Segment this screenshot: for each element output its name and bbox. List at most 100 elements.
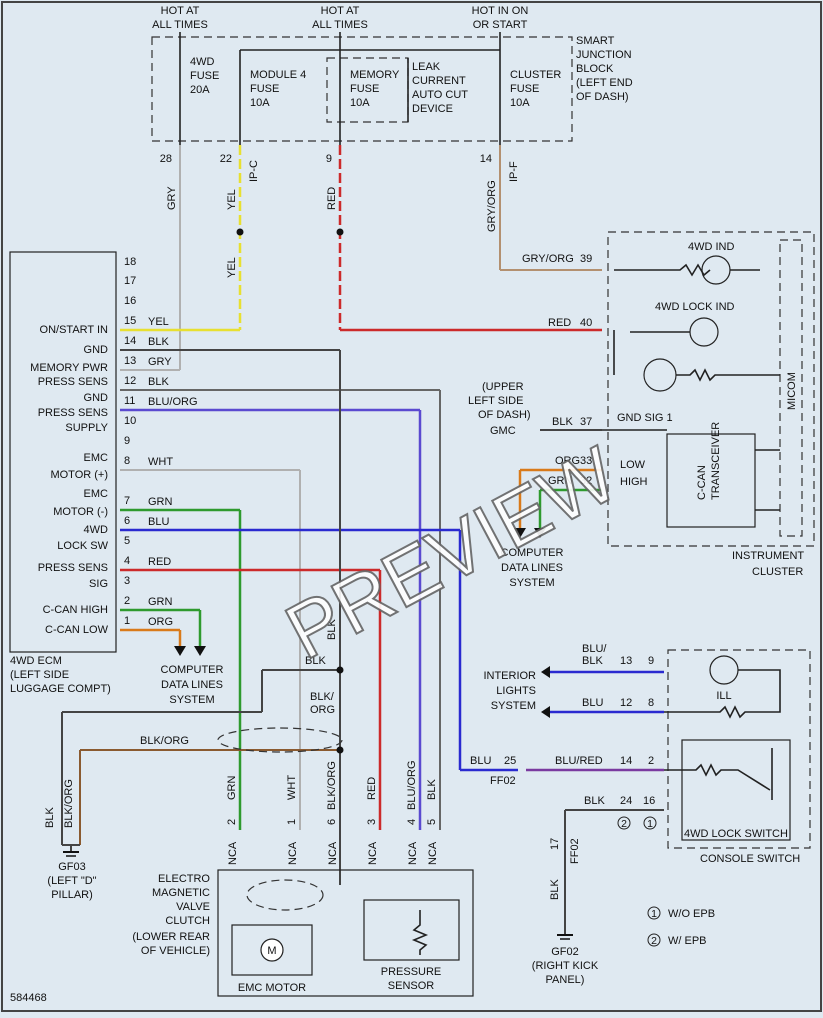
svg-text:9: 9 bbox=[648, 655, 654, 667]
svg-text:28: 28 bbox=[160, 153, 172, 165]
svg-text:4WD IND: 4WD IND bbox=[688, 241, 735, 253]
svg-text:18: 18 bbox=[124, 256, 136, 268]
svg-text:BLU: BLU bbox=[582, 697, 603, 709]
svg-text:(LOWER REAR: (LOWER REAR bbox=[132, 931, 210, 943]
svg-text:ILL: ILL bbox=[716, 690, 731, 702]
svg-text:2: 2 bbox=[651, 935, 657, 947]
svg-text:(RIGHT KICK: (RIGHT KICK bbox=[532, 960, 599, 972]
nca-connectors: 2 GRN 1 WHT 6 BLK/ORG 3 RED 4 BLU/ORG 5 … bbox=[226, 760, 439, 865]
svg-text:EMC: EMC bbox=[84, 452, 109, 464]
svg-text:GND SIG 1: GND SIG 1 bbox=[617, 412, 673, 424]
svg-text:FUSE: FUSE bbox=[510, 83, 539, 95]
svg-text:IP-F: IP-F bbox=[508, 161, 520, 182]
svg-text:GND: GND bbox=[84, 344, 109, 356]
svg-text:HIGH: HIGH bbox=[620, 476, 648, 488]
svg-text:BLK: BLK bbox=[326, 619, 338, 640]
svg-text:17: 17 bbox=[549, 838, 561, 850]
svg-text:15: 15 bbox=[124, 315, 136, 327]
svg-text:10A: 10A bbox=[250, 97, 270, 109]
svg-text:GRN: GRN bbox=[148, 596, 173, 608]
svg-text:MICOM: MICOM bbox=[786, 372, 798, 410]
legend: 1 W/O EPB 2 W/ EPB bbox=[647, 906, 715, 947]
svg-text:LIGHTS: LIGHTS bbox=[496, 685, 536, 697]
svg-text:(LEFT SIDE: (LEFT SIDE bbox=[10, 669, 69, 681]
svg-text:EMC MOTOR: EMC MOTOR bbox=[238, 982, 306, 994]
svg-text:GRY: GRY bbox=[166, 186, 178, 210]
svg-text:BLK: BLK bbox=[305, 655, 326, 667]
svg-text:COMPUTER: COMPUTER bbox=[161, 664, 224, 676]
svg-text:1: 1 bbox=[647, 818, 653, 830]
svg-text:NCA: NCA bbox=[367, 841, 379, 865]
svg-text:BLU/RED: BLU/RED bbox=[555, 755, 603, 767]
console-switch: ILL 4WD LOCK SWITCH CONSOLE SWITCH bbox=[664, 649, 811, 865]
svg-text:OF DASH): OF DASH) bbox=[478, 409, 531, 421]
svg-text:PILLAR): PILLAR) bbox=[51, 889, 93, 901]
svg-text:SENSOR: SENSOR bbox=[388, 980, 435, 992]
svg-text:8: 8 bbox=[124, 455, 130, 467]
svg-text:BLU: BLU bbox=[470, 755, 491, 767]
svg-text:RED: RED bbox=[326, 187, 338, 210]
svg-text:LEAK: LEAK bbox=[412, 61, 441, 73]
svg-text:C-CAN: C-CAN bbox=[696, 465, 708, 500]
svg-text:MOTOR (-): MOTOR (-) bbox=[53, 506, 108, 518]
svg-text:17: 17 bbox=[124, 275, 136, 287]
svg-text:YEL: YEL bbox=[226, 189, 238, 210]
svg-text:OR START: OR START bbox=[473, 19, 528, 31]
svg-text:2: 2 bbox=[648, 755, 654, 767]
svg-text:DATA LINES: DATA LINES bbox=[501, 562, 563, 574]
svg-text:GRN: GRN bbox=[226, 776, 238, 801]
svg-text:SYSTEM: SYSTEM bbox=[169, 694, 214, 706]
svg-text:DATA LINES: DATA LINES bbox=[161, 679, 223, 691]
svg-text:EMC: EMC bbox=[84, 488, 109, 500]
svg-text:6: 6 bbox=[124, 515, 130, 527]
svg-text:W/ EPB: W/ EPB bbox=[668, 935, 707, 947]
svg-text:PRESS SENS: PRESS SENS bbox=[38, 407, 108, 419]
svg-text:SYSTEM: SYSTEM bbox=[509, 577, 554, 589]
svg-text:GRY/ORG: GRY/ORG bbox=[522, 253, 574, 265]
svg-text:32: 32 bbox=[580, 475, 592, 487]
svg-text:BLK: BLK bbox=[582, 655, 603, 667]
svg-text:24: 24 bbox=[620, 795, 632, 807]
svg-text:LOCK SW: LOCK SW bbox=[57, 540, 108, 552]
svg-text:RED: RED bbox=[148, 556, 171, 568]
ecm-pins: 18 17 16 15 14 13 12 11 10 9 8 7 6 5 4 3… bbox=[124, 256, 136, 627]
svg-text:M: M bbox=[267, 945, 276, 957]
svg-text:1: 1 bbox=[286, 819, 298, 825]
4wd-ecm: ON/START IN GND MEMORY PWR PRESS SENS GN… bbox=[9, 251, 117, 695]
svg-text:PRESS SENS: PRESS SENS bbox=[38, 376, 108, 388]
svg-text:7: 7 bbox=[124, 495, 130, 507]
svg-text:LUGGAGE COMPT): LUGGAGE COMPT) bbox=[10, 683, 111, 695]
svg-text:ELECTRO: ELECTRO bbox=[158, 873, 210, 885]
svg-text:NCA: NCA bbox=[427, 841, 439, 865]
svg-text:BLK: BLK bbox=[584, 795, 605, 807]
svg-text:GND: GND bbox=[84, 392, 109, 404]
svg-text:BLK: BLK bbox=[44, 807, 56, 828]
svg-text:GF03: GF03 bbox=[58, 861, 86, 873]
svg-text:HOT AT: HOT AT bbox=[321, 5, 360, 17]
svg-text:GF02: GF02 bbox=[551, 946, 579, 958]
svg-text:NCA: NCA bbox=[287, 841, 299, 865]
emc-clutch: M ELECTRO MAGNETIC VALVE CLUTCH (LOWER R… bbox=[132, 869, 474, 997]
svg-text:20A: 20A bbox=[190, 84, 210, 96]
svg-text:2: 2 bbox=[226, 819, 238, 825]
svg-text:BLU/ORG: BLU/ORG bbox=[406, 760, 418, 810]
svg-text:2: 2 bbox=[124, 595, 130, 607]
svg-text:CURRENT: CURRENT bbox=[412, 75, 466, 87]
svg-text:2: 2 bbox=[621, 818, 627, 830]
svg-text:GMC: GMC bbox=[490, 425, 516, 437]
svg-text:HOT AT: HOT AT bbox=[161, 5, 200, 17]
svg-text:SIG: SIG bbox=[89, 578, 108, 590]
svg-text:CONSOLE SWITCH: CONSOLE SWITCH bbox=[700, 853, 800, 865]
svg-text:NCA: NCA bbox=[407, 841, 419, 865]
svg-text:4WD: 4WD bbox=[190, 56, 215, 68]
svg-text:TRANSCEIVER: TRANSCEIVER bbox=[710, 422, 722, 500]
svg-text:39: 39 bbox=[580, 253, 592, 265]
svg-text:CLUSTER: CLUSTER bbox=[510, 69, 561, 81]
svg-text:WHT: WHT bbox=[148, 456, 173, 468]
svg-text:12: 12 bbox=[124, 375, 136, 387]
svg-text:SMART: SMART bbox=[576, 35, 615, 47]
svg-text:PRESSURE: PRESSURE bbox=[381, 966, 442, 978]
